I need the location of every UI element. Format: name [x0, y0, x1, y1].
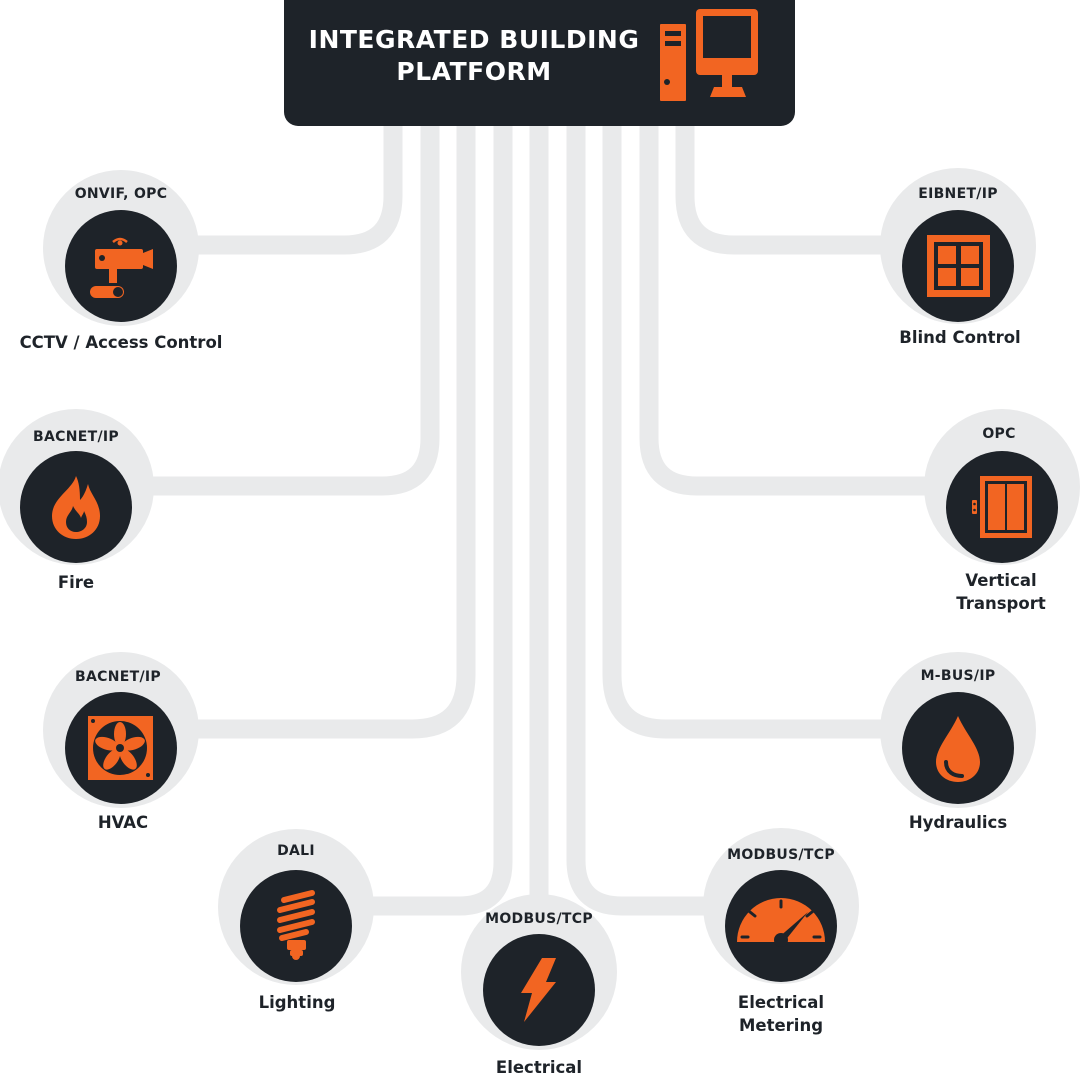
node-fire[interactable]	[20, 451, 132, 563]
protocol-metering: MODBUS/TCP	[727, 847, 835, 863]
flame-icon	[52, 476, 100, 539]
connector-blind	[675, 126, 900, 255]
lightning-bolt-icon	[521, 958, 556, 1022]
label-metering: Electrical Metering	[661, 991, 901, 1037]
protocol-hvac: BACNET/IP	[75, 669, 161, 685]
label-blind: Blind Control	[899, 328, 1021, 347]
connector-fire	[140, 126, 440, 496]
protocol-electrical: MODBUS/TCP	[485, 911, 593, 927]
fan-icon	[88, 716, 153, 780]
protocol-cctv: ONVIF, OPC	[74, 186, 168, 202]
connector-hydraulics	[602, 126, 900, 739]
connector-cctv	[180, 126, 403, 255]
node-lighting[interactable]	[240, 870, 352, 982]
label-electrical: Electrical	[495, 1058, 583, 1077]
title-line-2: PLATFORM	[396, 57, 552, 86]
connector-lighting	[358, 126, 513, 916]
connector-hvac	[180, 126, 476, 739]
connector-metering	[566, 126, 720, 916]
page-title: INTEGRATED BUILDING PLATFORM	[284, 24, 664, 88]
platform-header: INTEGRATED BUILDING PLATFORM	[284, 0, 795, 126]
label-hydraulics: Hydraulics	[908, 813, 1008, 832]
node-blind[interactable]	[902, 210, 1014, 322]
cctv-camera-icon	[90, 237, 153, 298]
label-transport-line-2: Transport	[956, 594, 1046, 613]
window-blind-icon	[927, 235, 990, 297]
elevator-icon	[972, 476, 1032, 538]
label-lighting: Lighting	[258, 993, 336, 1012]
bulb-icon	[277, 890, 315, 941]
node-hvac[interactable]	[65, 692, 177, 804]
water-drop-icon	[936, 716, 980, 782]
connector-transport	[639, 126, 940, 496]
node-metering[interactable]	[725, 870, 837, 982]
protocol-blind: EIBNET/IP	[918, 186, 998, 202]
label-transport: Vertical Transport	[881, 569, 1080, 615]
computer-icon	[656, 9, 758, 101]
protocol-transport: OPC	[982, 426, 1016, 442]
node-cctv[interactable]	[65, 210, 177, 322]
title-line-1: INTEGRATED BUILDING	[308, 25, 640, 54]
node-electrical[interactable]	[483, 934, 595, 1046]
protocol-lighting: DALI	[277, 843, 315, 859]
label-cctv: CCTV / Access Control	[19, 333, 223, 352]
protocol-fire: BACNET/IP	[33, 429, 119, 445]
label-fire: Fire	[57, 573, 95, 592]
label-hvac: HVAC	[97, 813, 149, 832]
node-transport[interactable]	[946, 451, 1058, 563]
node-hydraulics[interactable]	[902, 692, 1014, 804]
label-metering-line-1: Electrical	[737, 993, 825, 1012]
protocol-hydraulics: M-BUS/IP	[920, 668, 996, 684]
gauge-meter-icon	[737, 898, 825, 947]
label-transport-line-1: Vertical	[965, 571, 1037, 590]
label-metering-line-2: Metering	[738, 1016, 824, 1035]
